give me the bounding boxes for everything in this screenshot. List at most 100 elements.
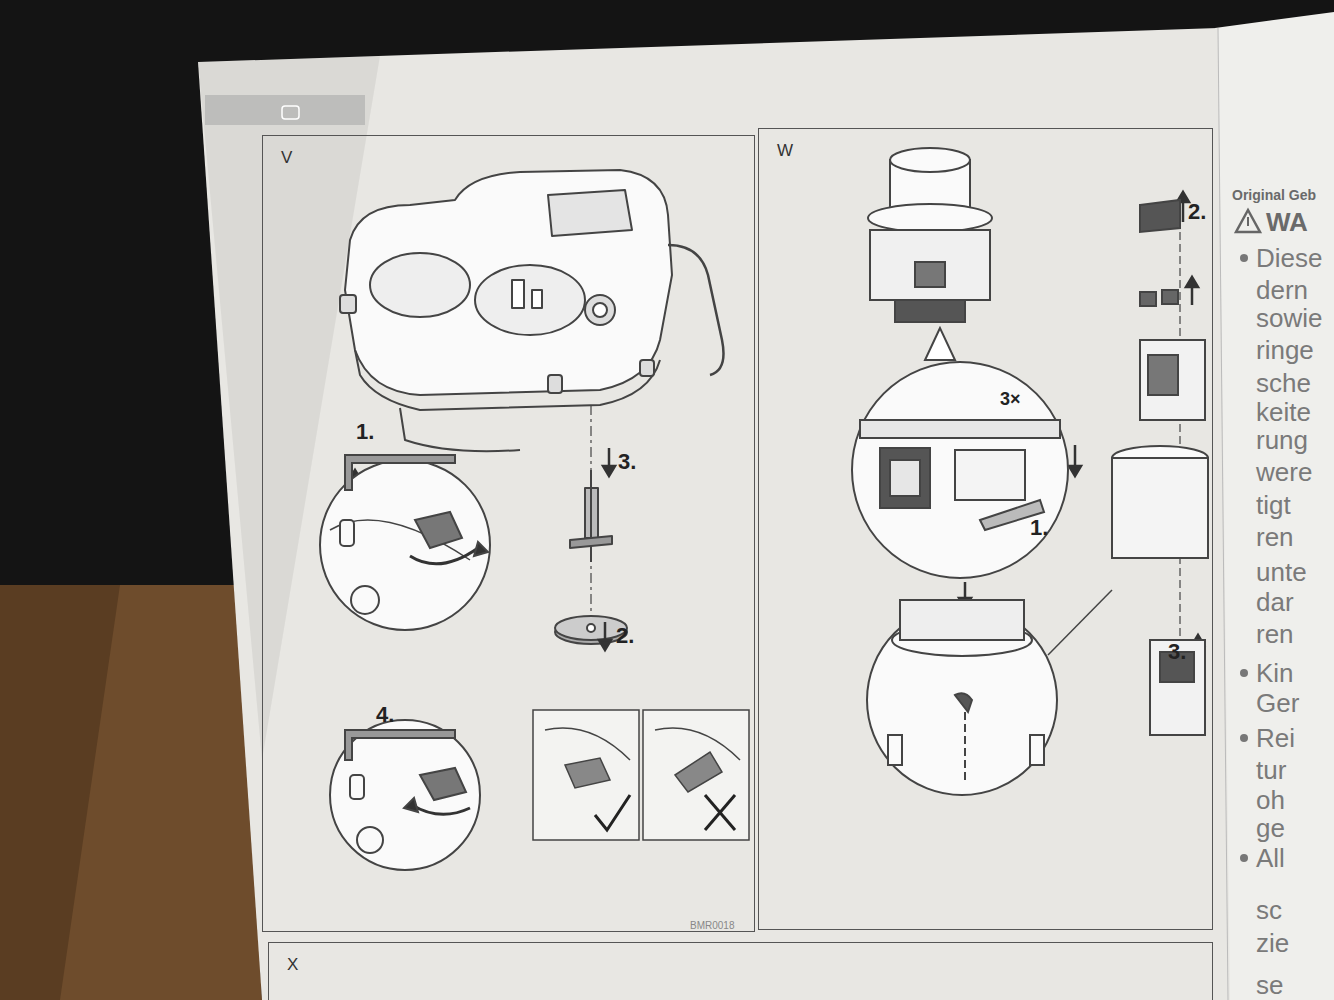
filter-head-drawing-shape: [355, 350, 660, 410]
header-band-shape: [282, 106, 299, 119]
cartridge-drawing-shape: [1140, 200, 1180, 232]
zoom-detail-shape: [330, 720, 480, 870]
panel-frame: W: [758, 128, 1213, 930]
step-number: 4.: [376, 703, 394, 727]
step-number: 3.: [1168, 640, 1186, 664]
warning-symbol-and-bullets-shape: [1240, 734, 1248, 742]
cartridge-drawing-shape: [1030, 735, 1044, 765]
warning-text-fragment: dar: [1256, 588, 1294, 617]
paper-sheet-shape: [1218, 28, 1228, 1000]
filter-head-drawing-shape: [590, 470, 592, 562]
cartridge-drawing-shape: [955, 450, 1025, 500]
filter-head-drawing-shape: [590, 405, 591, 622]
warning-text-fragment: All: [1256, 844, 1285, 873]
check-boxes-shape: [533, 710, 639, 840]
panel-frame: V: [262, 135, 755, 932]
zoom-detail-shape: [410, 548, 478, 564]
warning-text-fragment: ren: [1256, 523, 1294, 552]
warning-text-fragment: ren: [1256, 620, 1294, 649]
filter-head-drawing-shape: [593, 303, 607, 317]
warning-text-fragment: tur: [1256, 756, 1286, 785]
step-number: 1.: [1030, 516, 1048, 540]
step-number: 2.: [1188, 200, 1206, 224]
warning-text-fragment: unte: [1256, 558, 1307, 587]
panel-letter: X: [287, 955, 298, 975]
cartridge-drawing-shape: [1179, 232, 1180, 640]
filter-head-drawing-shape: [548, 375, 562, 393]
panel-frame: X: [268, 942, 1213, 1000]
cartridge-drawing-shape: [880, 448, 930, 508]
filter-head-drawing-shape: [370, 253, 470, 317]
cartridge-drawing: [852, 148, 1208, 795]
cartridge-drawing-shape: [964, 700, 966, 780]
cartridge-drawing-shape: [852, 362, 1068, 578]
warning-text-fragment: keite: [1256, 398, 1311, 427]
filter-head-drawing-shape: [587, 624, 595, 632]
zoom-detail-shape: [474, 542, 488, 556]
check-boxes-shape: [545, 728, 630, 760]
figure-code: BMR0018: [690, 920, 734, 931]
cartridge-drawing-shape: [1150, 640, 1205, 735]
zoom-detail-shape: [412, 805, 470, 814]
warning-text-fragment: sc: [1256, 896, 1282, 925]
zoom-detail-shape: [340, 520, 354, 546]
cartridge-drawing-shape: [888, 735, 902, 765]
step-number: 3.: [618, 450, 636, 474]
check-boxes-shape: [565, 758, 610, 788]
zoom-detail-shape: [404, 798, 418, 812]
page-heading: Original Geb: [1232, 188, 1316, 203]
warning-symbol-and-bullets-shape: [1247, 217, 1249, 226]
desk-background-shape: [0, 585, 262, 1000]
filter-head-drawing-shape: [668, 245, 724, 375]
cartridge-drawing-shape: [925, 328, 955, 360]
warning-text-fragment: zie: [1256, 929, 1289, 958]
warning-text-fragment: oh: [1256, 786, 1285, 815]
filter-head-drawing-shape: [640, 360, 654, 376]
check-boxes-shape: [705, 795, 735, 830]
warning-symbol-and-bullets-shape: [1240, 254, 1248, 262]
filter-head-drawing-shape: [400, 408, 520, 451]
filter-head-drawing-shape: [570, 536, 612, 548]
header-band-shape: [205, 95, 365, 125]
warning-heading: WA: [1266, 208, 1308, 237]
filter-head-drawing-shape: [475, 265, 585, 335]
check-boxes: [533, 710, 749, 840]
paper-sheet-shape: [1215, 12, 1334, 1000]
warning-text-fragment: Kin: [1256, 659, 1294, 688]
filter-head-drawing-shape: [548, 190, 632, 236]
warning-symbol-and-bullets-shape: [1236, 210, 1260, 232]
filter-head-drawing-shape: [340, 295, 356, 313]
warning-text-fragment: Ger: [1256, 689, 1299, 718]
cartridge-drawing-shape: [915, 262, 945, 287]
filter-head-drawing-shape: [532, 290, 542, 308]
repeat-count: 3×: [1000, 390, 1021, 410]
check-boxes-shape: [655, 728, 740, 760]
check-boxes-shape: [595, 795, 630, 830]
step-arrows-shape: [1186, 277, 1198, 287]
warning-text-fragment: se: [1256, 971, 1283, 1000]
cartridge-drawing-shape: [1112, 458, 1208, 558]
cartridge-drawing-shape: [890, 148, 970, 172]
zoom-detail-shape: [415, 512, 462, 548]
cartridge-drawing-shape: [890, 460, 920, 496]
warning-text-fragment: rung: [1256, 426, 1308, 455]
cartridge-drawing-shape: [870, 230, 990, 300]
cartridge-drawing-shape: [900, 600, 1024, 640]
warning-symbol-and-bullets-shape: [1240, 854, 1248, 862]
cartridge-drawing-shape: [1140, 340, 1205, 420]
step-number: 1.: [356, 420, 374, 444]
filter-head-drawing-shape: [585, 295, 615, 325]
header-band: [205, 95, 365, 125]
zoom-detail-shape: [350, 775, 364, 799]
warning-text-fragment: dern: [1256, 276, 1308, 305]
cartridge-drawing-shape: [895, 300, 965, 322]
zoom-detail-shape: [420, 768, 466, 800]
step-arrows: [349, 192, 1204, 775]
check-boxes-shape: [643, 710, 749, 840]
warning-text-fragment: sowie: [1256, 304, 1322, 333]
zoom-detail-shape: [345, 455, 455, 490]
